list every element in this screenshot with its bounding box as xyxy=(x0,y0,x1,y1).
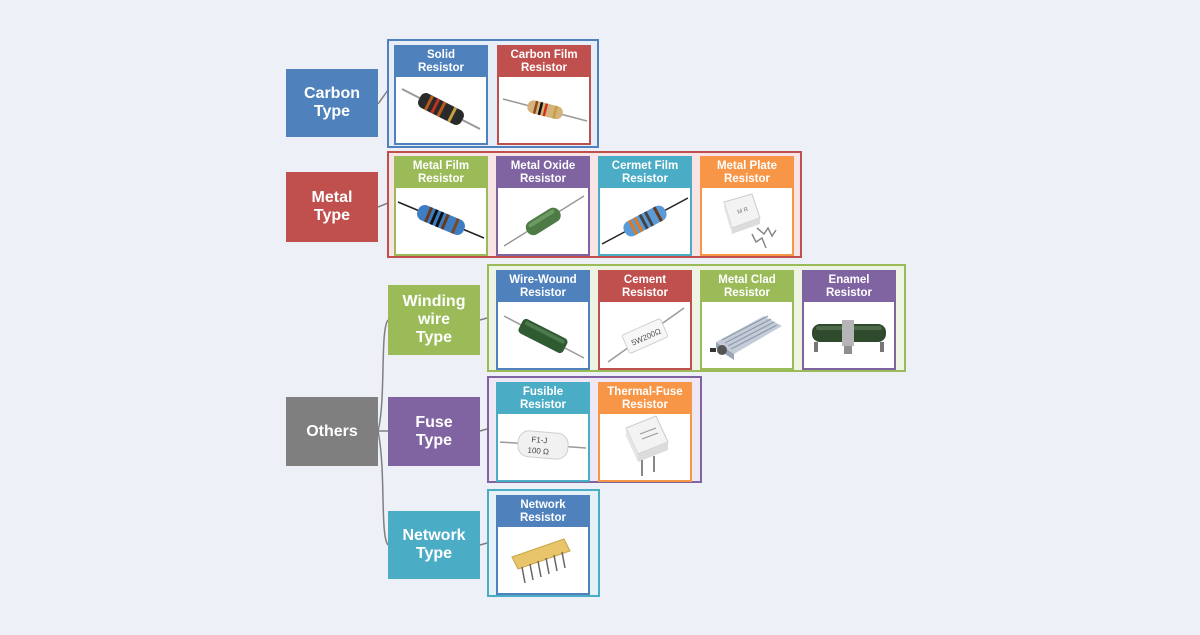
metal-oxide-resistor-icon xyxy=(503,195,585,247)
card-metal-oxide-resistor-title: Metal Oxide Resistor xyxy=(498,158,588,188)
carbon-film-resistor-icon xyxy=(502,98,588,122)
card-thermal-fuse-resistor-title: Thermal-Fuse Resistor xyxy=(600,384,690,414)
card-solid-resistor-title: Solid Resistor xyxy=(396,47,486,77)
category-winding-wire-type: Winding wire Type xyxy=(388,285,480,355)
card-wire-wound-resistor-title: Wire-Wound Resistor xyxy=(498,272,588,302)
carbon-resistor-icon xyxy=(401,88,481,130)
category-network-type: Network Type xyxy=(388,511,480,579)
card-network-resistor-title: Network Resistor xyxy=(498,497,588,527)
card-fusible-resistor: Fusible Resistor F1-J 100 Ω xyxy=(496,382,590,482)
cement-resistor-icon: 5W200Ω xyxy=(607,307,685,363)
wire-wound-resistor-icon xyxy=(503,315,585,359)
cermet-film-resistor-icon xyxy=(601,197,689,245)
fusible-resistor-icon: F1-J 100 Ω xyxy=(499,430,587,460)
category-others-label: Others xyxy=(306,422,358,440)
card-metal-clad-resistor-title: Metal Clad Resistor xyxy=(702,272,792,302)
card-metal-film-resistor: Metal Film Resistor xyxy=(394,156,488,256)
category-carbon-type: Carbon Type xyxy=(286,69,378,137)
metal-clad-resistor-icon xyxy=(710,315,782,360)
card-fusible-resistor-title: Fusible Resistor xyxy=(498,384,588,414)
metal-plate-resistor-icon: M R xyxy=(723,193,777,249)
category-fuse-type-label: Fuse Type xyxy=(415,413,453,449)
card-cement-resistor-title: Cement Resistor xyxy=(600,272,690,302)
category-metal-type-label: Metal Type xyxy=(311,189,353,224)
card-metal-clad-resistor: Metal Clad Resistor xyxy=(700,270,794,370)
card-cermet-film-resistor-title: Cermet Film Resistor xyxy=(600,158,690,188)
metal-film-resistor-icon xyxy=(397,201,485,239)
card-thermal-fuse-resistor: Thermal-Fuse Resistor xyxy=(598,382,692,482)
card-carbon-film-resistor: Carbon Film Resistor xyxy=(497,45,591,145)
card-cement-resistor: Cement Resistor 5W200Ω xyxy=(598,270,692,370)
card-wire-wound-resistor: Wire-Wound Resistor xyxy=(496,270,590,370)
card-network-resistor: Network Resistor xyxy=(496,495,590,595)
network-resistor-icon xyxy=(511,538,571,584)
card-carbon-film-resistor-title: Carbon Film Resistor xyxy=(499,47,589,77)
card-metal-plate-resistor: Metal Plate Resistor M R xyxy=(700,156,794,256)
category-others: Others xyxy=(286,397,378,466)
fusible-marking-bottom: 100 Ω xyxy=(527,446,549,457)
card-solid-resistor: Solid Resistor xyxy=(394,45,488,145)
category-network-type-label: Network Type xyxy=(402,527,466,562)
category-carbon-type-label: Carbon Type xyxy=(304,85,360,120)
card-metal-oxide-resistor: Metal Oxide Resistor xyxy=(496,156,590,256)
card-metal-plate-resistor-title: Metal Plate Resistor xyxy=(702,158,792,188)
fusible-marking-top: F1-J xyxy=(531,435,548,445)
card-enamel-resistor: Enamel Resistor xyxy=(802,270,896,370)
card-enamel-resistor-title: Enamel Resistor xyxy=(804,272,894,302)
card-cermet-film-resistor: Cermet Film Resistor xyxy=(598,156,692,256)
enamel-resistor-icon xyxy=(812,320,886,354)
category-winding-wire-type-label: Winding wire Type xyxy=(402,293,466,346)
svg-text:M R: M R xyxy=(737,207,750,216)
category-metal-type: Metal Type xyxy=(286,172,378,242)
category-fuse-type: Fuse Type xyxy=(388,397,480,466)
thermal-fuse-resistor-icon xyxy=(625,415,669,476)
card-metal-film-resistor-title: Metal Film Resistor xyxy=(396,158,486,188)
